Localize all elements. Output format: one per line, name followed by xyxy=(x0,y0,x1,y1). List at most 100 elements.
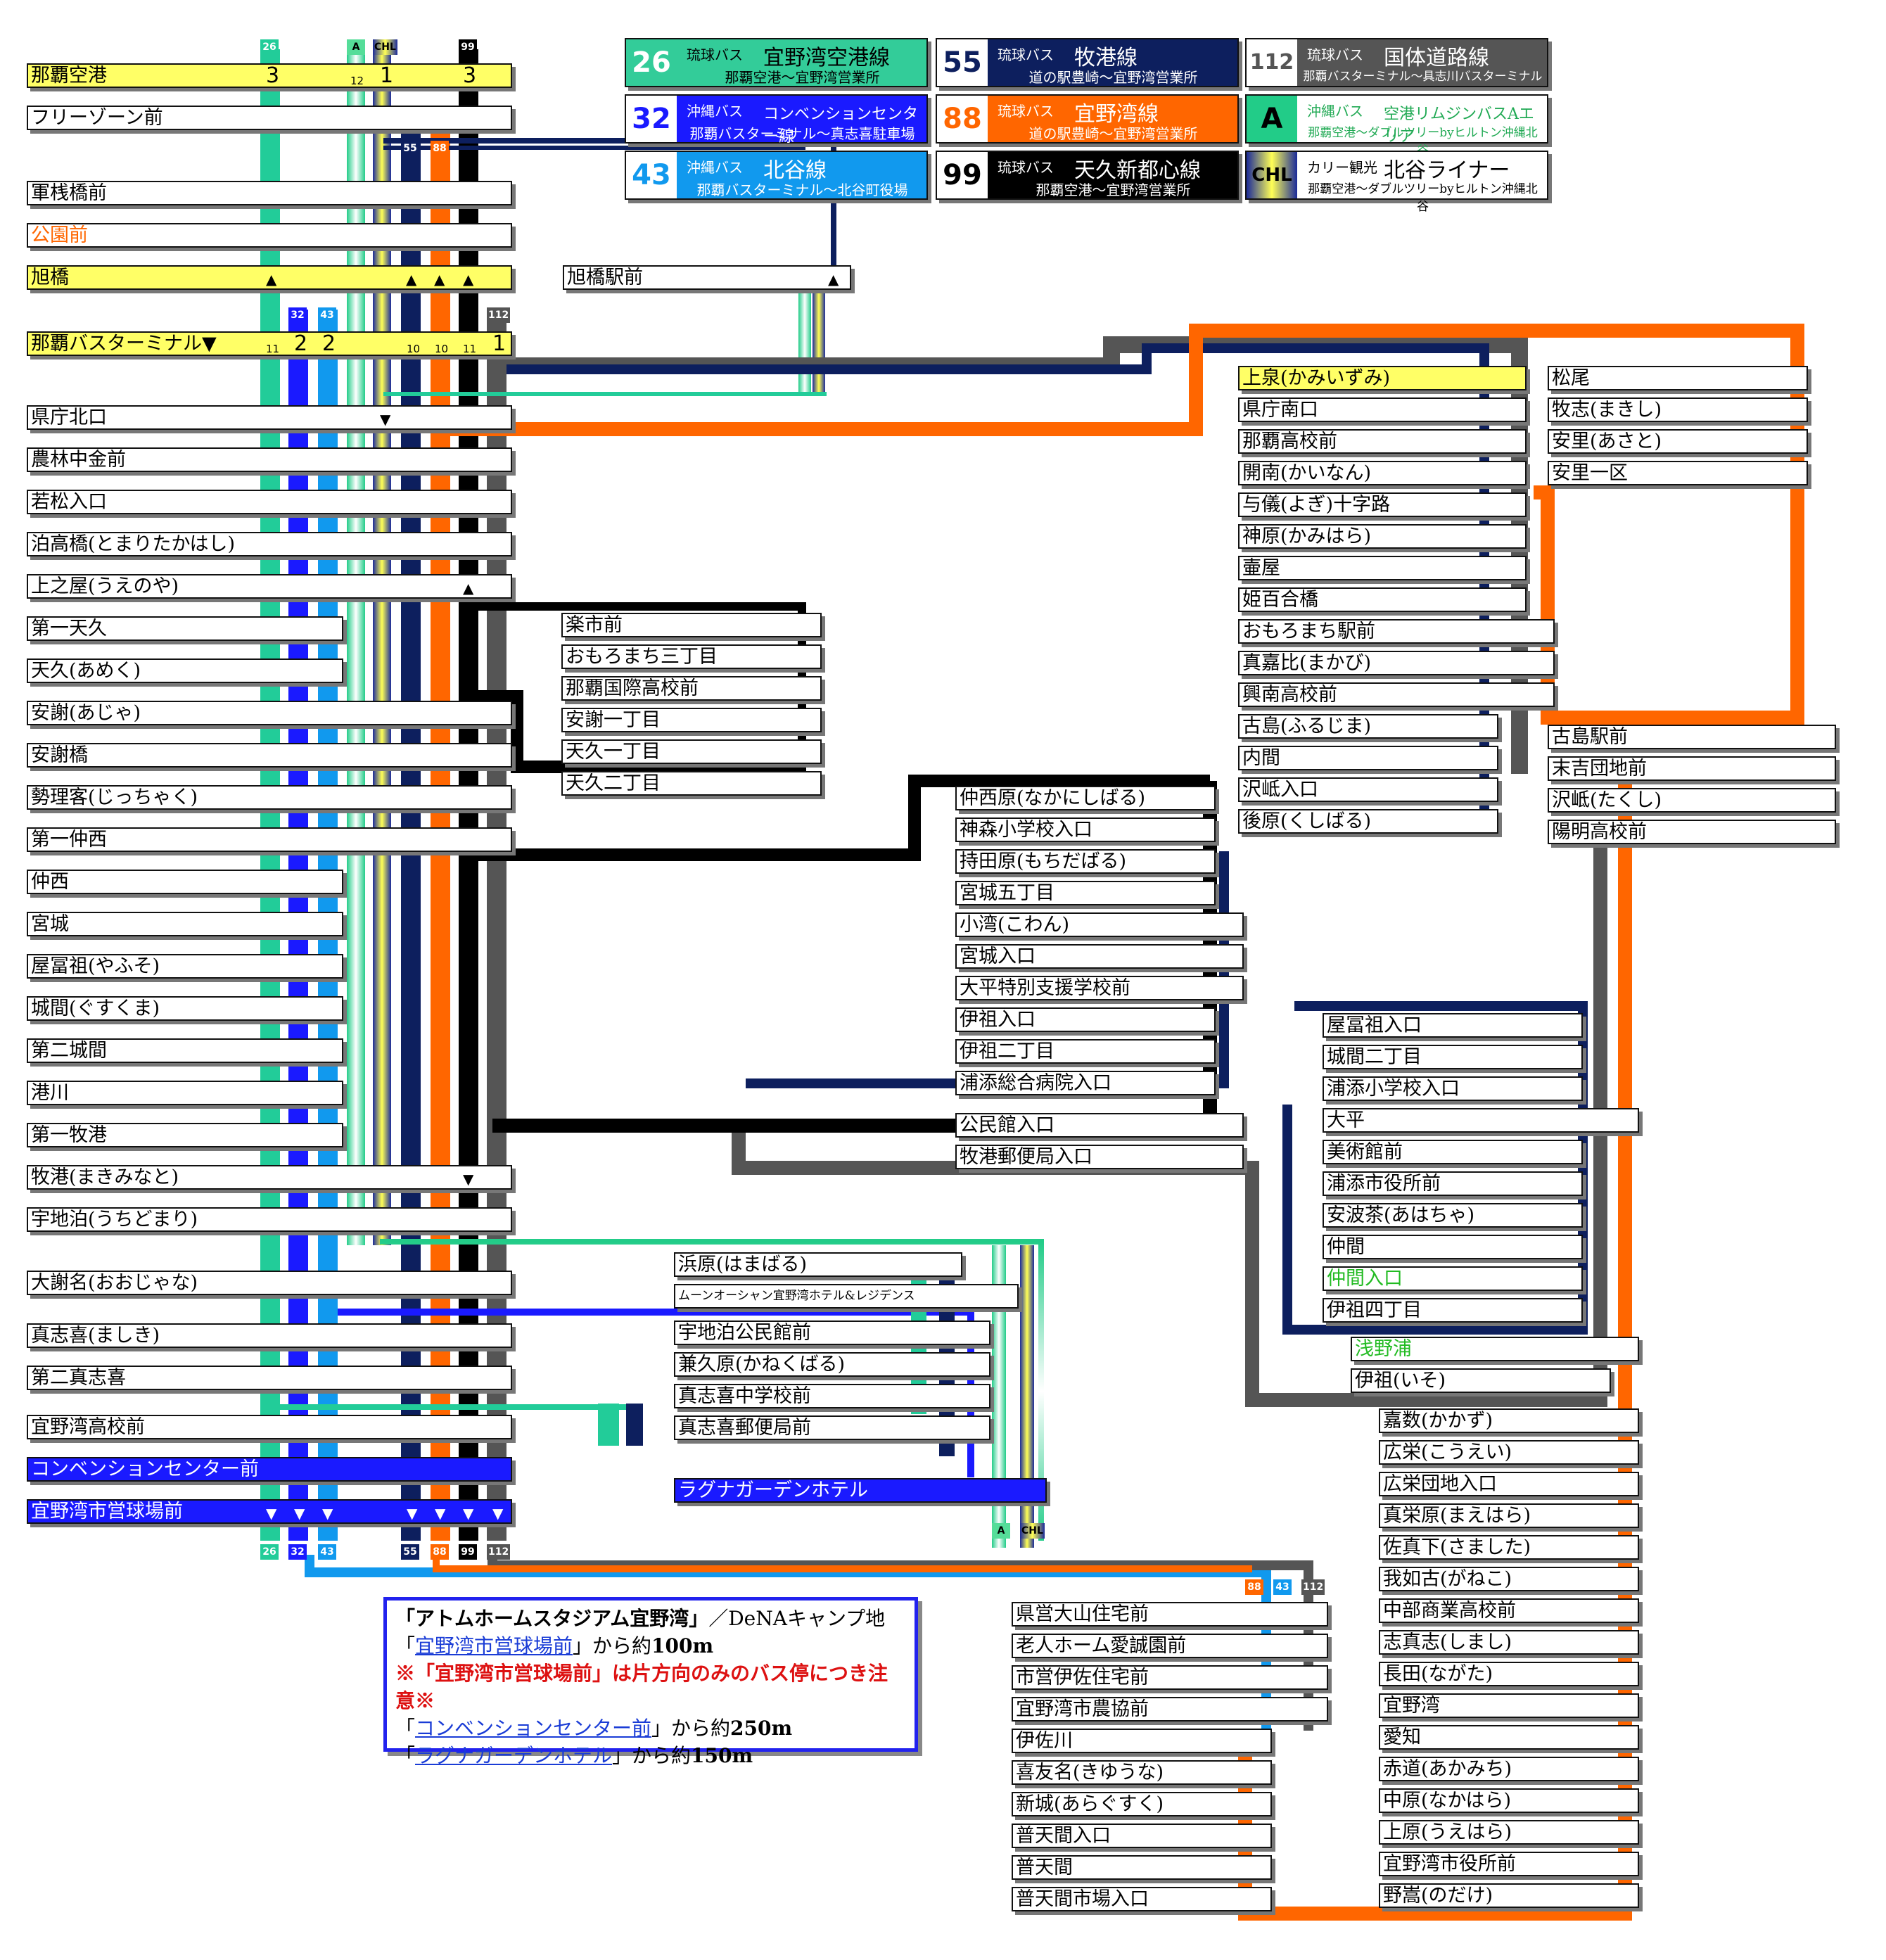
bus-stop-yafuso[interactable]: 仲間 xyxy=(1323,1235,1583,1259)
bus-stop-futenma[interactable]: 普天間市場入口 xyxy=(1012,1887,1272,1911)
bus-stop-kamiizumi[interactable]: 壷屋 xyxy=(1238,556,1527,580)
bus-stop-tenku[interactable]: 天久二丁目 xyxy=(561,771,822,796)
bus-stop-kamiizumi[interactable]: 後原(くしばる) xyxy=(1238,809,1498,834)
bus-stop-uchidomari[interactable]: 浜原(はまばる) xyxy=(674,1252,962,1277)
bus-stop-main[interactable]: 大謝名(おおじゃな) xyxy=(27,1271,512,1295)
bus-stop-futenma[interactable]: 普天間入口 xyxy=(1012,1824,1272,1848)
bus-stop-route58[interactable]: 中部商業高校前 xyxy=(1379,1598,1639,1623)
bus-stop-route58[interactable]: 赤道(あかみち) xyxy=(1379,1757,1639,1781)
bus-stop-main[interactable]: 軍桟橋前 xyxy=(27,181,512,205)
bus-stop-kamiizumi[interactable]: 那覇高校前 xyxy=(1238,429,1527,454)
bus-stop-uchidomari[interactable]: 兼久原(かねくばる) xyxy=(674,1352,990,1377)
bus-stop-route58[interactable]: 広栄(こうえい) xyxy=(1379,1440,1639,1465)
bus-stop-furujima[interactable]: 古島駅前 xyxy=(1548,725,1836,749)
bus-stop-futenma[interactable]: 普天間 xyxy=(1012,1855,1272,1880)
bus-stop-kamiizumi[interactable]: 開南(かいなん) xyxy=(1238,461,1527,485)
bus-stop-kamiizumi[interactable]: 真嘉比(まかび) xyxy=(1238,651,1555,675)
bus-stop-main[interactable]: 宮城 xyxy=(27,912,343,936)
bus-stop-yafuso[interactable]: 仲間入口 xyxy=(1323,1266,1583,1291)
bus-stop-uchidomari[interactable]: 真志喜中学校前 xyxy=(674,1384,990,1408)
bus-stop-futenma[interactable]: 老人ホーム愛誠園前 xyxy=(1012,1634,1328,1658)
bus-stop-main[interactable]: フリーゾーン前 xyxy=(27,106,512,130)
bus-stop-makiminato[interactable]: 持田原(もちだばる) xyxy=(955,849,1216,874)
bus-stop-uchidomari[interactable]: ムーンオーシャン宜野湾ホテル&レジデンス xyxy=(674,1284,1019,1309)
bus-stop-makiminato[interactable]: 仲西原(なかにしばる) xyxy=(955,786,1216,810)
bus-stop-main[interactable]: 屋冨祖(やふそ) xyxy=(27,954,343,979)
bus-stop-matsuo[interactable]: 松尾 xyxy=(1548,366,1808,390)
bus-stop-route58[interactable]: 真栄原(まえはら) xyxy=(1379,1503,1639,1528)
bus-stop-main[interactable]: 泊高橋(とまりたかはし) xyxy=(27,532,512,556)
bus-stop-futenma[interactable]: 喜友名(きゆうな) xyxy=(1012,1760,1272,1785)
bus-stop-urasoe[interactable]: 伊祖(いそ) xyxy=(1351,1368,1611,1393)
bus-stop-tenku[interactable]: 安謝一丁目 xyxy=(561,708,822,732)
bus-stop-main[interactable]: 天久(あめく) xyxy=(27,658,343,683)
bus-stop-main[interactable]: 第一仲西 xyxy=(27,827,512,852)
bus-stop-yafuso[interactable]: 浦添小学校入口 xyxy=(1323,1076,1583,1101)
bus-stop-makiminato[interactable]: 伊祖入口 xyxy=(955,1007,1216,1032)
bus-stop-yafuso[interactable]: 浦添市役所前 xyxy=(1323,1171,1583,1196)
bus-stop-urasoe[interactable]: 浅野浦 xyxy=(1351,1337,1639,1361)
bus-stop-matsuo[interactable]: 安里一区 xyxy=(1548,461,1808,485)
bus-stop-yafuso[interactable]: 城間二丁目 xyxy=(1323,1045,1583,1069)
note-link-convention[interactable]: コンベンションセンター前 xyxy=(415,1717,652,1740)
note-link-stadium-stop[interactable]: 宜野湾市営球場前 xyxy=(415,1634,573,1657)
bus-stop-makiminato[interactable]: 浦添総合病院入口 xyxy=(955,1071,1216,1095)
bus-stop-route58[interactable]: 愛知 xyxy=(1379,1725,1639,1750)
bus-stop-main[interactable]: 真志喜(ましき) xyxy=(27,1323,512,1348)
bus-stop-makiminato[interactable]: 公民館入口 xyxy=(955,1113,1244,1138)
bus-stop-makiminato[interactable]: 大平特別支援学校前 xyxy=(955,976,1244,1000)
bus-stop-futenma[interactable]: 新城(あらぐすく) xyxy=(1012,1792,1272,1816)
bus-stop-kamiizumi[interactable]: 神原(かみはら) xyxy=(1238,524,1527,549)
bus-stop-main[interactable]: 宜野湾市営球場前▼▼▼▼▼▼▼ xyxy=(27,1499,512,1524)
bus-stop-furujima[interactable]: 陽明高校前 xyxy=(1548,820,1836,844)
bus-stop-route58[interactable]: 長田(ながた) xyxy=(1379,1662,1639,1686)
bus-stop-uchidomari[interactable]: 真志喜郵便局前 xyxy=(674,1415,990,1440)
bus-stop-furujima[interactable]: 沢岻(たくし) xyxy=(1548,788,1836,813)
bus-stop-futenma[interactable]: 市営伊佐住宅前 xyxy=(1012,1665,1328,1690)
bus-stop-route58[interactable]: 宜野湾市役所前 xyxy=(1379,1852,1639,1876)
bus-stop-main[interactable]: 勢理客(じっちゃく) xyxy=(27,785,512,810)
bus-stop-main[interactable]: 宇地泊(うちどまり) xyxy=(27,1207,512,1232)
bus-stop-makiminato[interactable]: 宮城入口 xyxy=(955,944,1244,969)
bus-stop-main[interactable]: 第一牧港 xyxy=(27,1123,343,1147)
bus-stop-route58[interactable]: 上原(うえはら) xyxy=(1379,1820,1639,1845)
bus-stop-uchidomari[interactable]: 宇地泊公民館前 xyxy=(674,1321,990,1345)
bus-stop-route58[interactable]: 広栄団地入口 xyxy=(1379,1472,1639,1496)
bus-stop-furujima[interactable]: 末吉団地前 xyxy=(1548,756,1836,781)
bus-stop-matsuo[interactable]: 安里(あさと) xyxy=(1548,429,1808,454)
bus-stop-makiminato[interactable]: 宮城五丁目 xyxy=(955,881,1216,905)
bus-stop-main[interactable]: 農林中金前 xyxy=(27,447,512,472)
bus-stop-main[interactable]: 宜野湾高校前 xyxy=(27,1415,512,1439)
bus-stop-uchidomari[interactable]: ラグナガーデンホテル xyxy=(674,1478,1047,1503)
bus-stop-yafuso[interactable]: 伊祖四丁目 xyxy=(1323,1298,1583,1323)
bus-stop-futenma[interactable]: 伊佐川 xyxy=(1012,1729,1272,1753)
bus-stop-main[interactable]: 若松入口 xyxy=(27,490,512,514)
bus-stop-kamiizumi[interactable]: おもろまち駅前 xyxy=(1238,619,1555,644)
bus-stop-kamiizumi[interactable]: 内間 xyxy=(1238,746,1498,770)
bus-stop-tenku[interactable]: おもろまち三丁目 xyxy=(561,644,822,669)
bus-stop-yafuso[interactable]: 安波茶(あはちゃ) xyxy=(1323,1203,1583,1228)
bus-stop-yafuso[interactable]: 屋冨祖入口 xyxy=(1323,1013,1583,1038)
bus-stop-route58[interactable]: 嘉数(かかず) xyxy=(1379,1408,1639,1433)
bus-stop-kamiizumi[interactable]: 古島(ふるじま) xyxy=(1238,714,1498,739)
bus-stop-main[interactable]: 牧港(まきみなと)▼ xyxy=(27,1165,512,1190)
bus-stop-asahibashi-eki[interactable]: 旭橋駅前▲ xyxy=(563,265,851,290)
bus-stop-makiminato[interactable]: 神森小学校入口 xyxy=(955,817,1216,842)
bus-stop-route58[interactable]: 佐真下(さました) xyxy=(1379,1535,1639,1560)
bus-stop-main[interactable]: 安謝(あじゃ) xyxy=(27,701,512,725)
bus-stop-futenma[interactable]: 県営大山住宅前 xyxy=(1012,1602,1328,1627)
bus-stop-makiminato[interactable]: 伊祖二丁目 xyxy=(955,1039,1216,1064)
bus-stop-route58[interactable]: 我如古(がねこ) xyxy=(1379,1567,1639,1591)
bus-stop-main[interactable]: 上之屋(うえのや)▲ xyxy=(27,574,512,599)
bus-stop-makiminato[interactable]: 牧港郵便局入口 xyxy=(955,1145,1244,1169)
bus-stop-main[interactable]: 公園前 xyxy=(27,223,512,248)
bus-stop-main[interactable]: 城間(ぐすくま) xyxy=(27,996,343,1021)
bus-stop-kamiizumi[interactable]: 興南高校前 xyxy=(1238,682,1555,707)
note-link-laguna[interactable]: ラグナガーデンホテル xyxy=(415,1744,613,1767)
bus-stop-route58[interactable]: 野嵩(のだけ) xyxy=(1379,1883,1639,1908)
bus-stop-kamiizumi[interactable]: 与儀(よぎ)十字路 xyxy=(1238,492,1527,517)
bus-stop-kamiizumi[interactable]: 姫百合橋 xyxy=(1238,587,1527,612)
bus-stop-main[interactable]: コンベンションセンター前 xyxy=(27,1457,512,1482)
